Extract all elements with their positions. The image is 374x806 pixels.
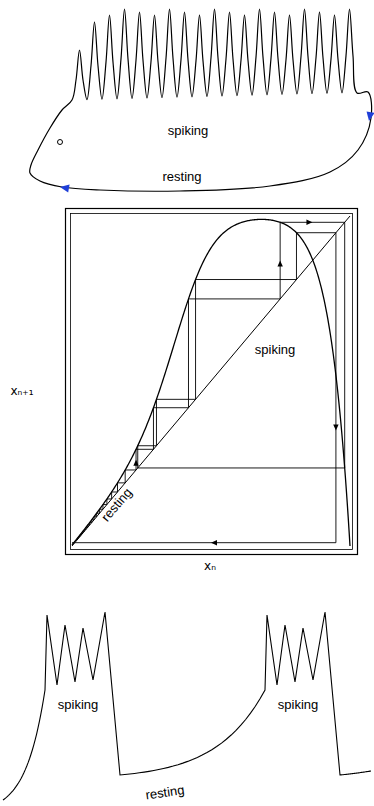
state-label: spiking <box>253 343 297 357</box>
trace-line <box>3 612 371 800</box>
plot-frame-outer <box>66 209 358 555</box>
state-label: spiking <box>56 698 100 712</box>
arrow-head <box>211 540 217 545</box>
state-label: resting <box>143 783 188 803</box>
arrow-head <box>277 261 282 267</box>
return-map <box>66 209 358 555</box>
plot-frame-inner <box>71 214 353 550</box>
arrow-head <box>367 111 374 121</box>
hedgehog-cycle <box>30 9 374 193</box>
arrow-head <box>60 185 70 193</box>
state-label: resting <box>160 170 203 184</box>
state-label: resting <box>98 484 137 526</box>
state-label: spiking <box>166 124 210 138</box>
voltage-trace <box>3 612 371 800</box>
axis-label: xₙ₊₁ <box>8 385 35 398</box>
map-curve <box>72 219 350 546</box>
arrow-head <box>133 460 138 466</box>
cycle-outline <box>30 9 372 191</box>
diagonal <box>72 216 350 546</box>
arrow-head <box>333 425 338 431</box>
cobweb <box>72 222 345 542</box>
eye <box>58 140 63 145</box>
state-label: spiking <box>276 698 320 712</box>
arrow-head <box>306 220 312 225</box>
axis-label: xₙ <box>202 560 218 573</box>
